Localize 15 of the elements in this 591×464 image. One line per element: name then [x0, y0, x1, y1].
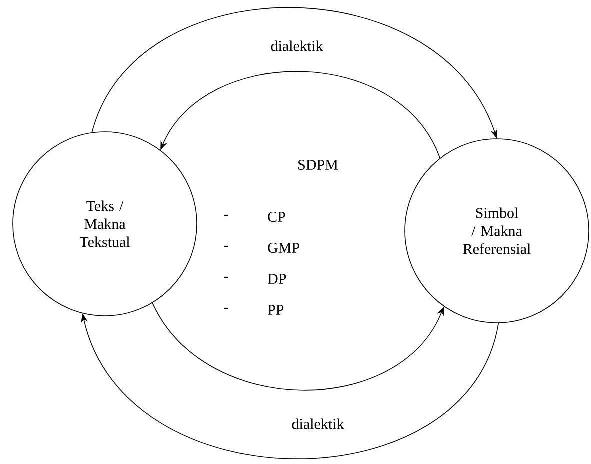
- list-item: GMP: [268, 242, 300, 254]
- curved-arrow: [160, 71, 441, 159]
- list-item: PP: [268, 305, 284, 315]
- list-heading: SDPM: [298, 160, 338, 170]
- circle-node: Teks / Makna Tekstual: [12, 132, 198, 316]
- edge-label: dialektik: [290, 418, 346, 430]
- list-dash: -: [224, 308, 228, 310]
- list-item: DP: [268, 274, 286, 284]
- list-dash: -: [224, 214, 228, 216]
- circle-node: Simbol / Makna Referensial: [404, 138, 590, 324]
- curved-arrow: [152, 302, 444, 391]
- list-item: CP: [268, 212, 286, 222]
- list-dash: -: [224, 246, 228, 248]
- list-dash: -: [224, 276, 228, 278]
- edge-label: dialektik: [270, 40, 324, 52]
